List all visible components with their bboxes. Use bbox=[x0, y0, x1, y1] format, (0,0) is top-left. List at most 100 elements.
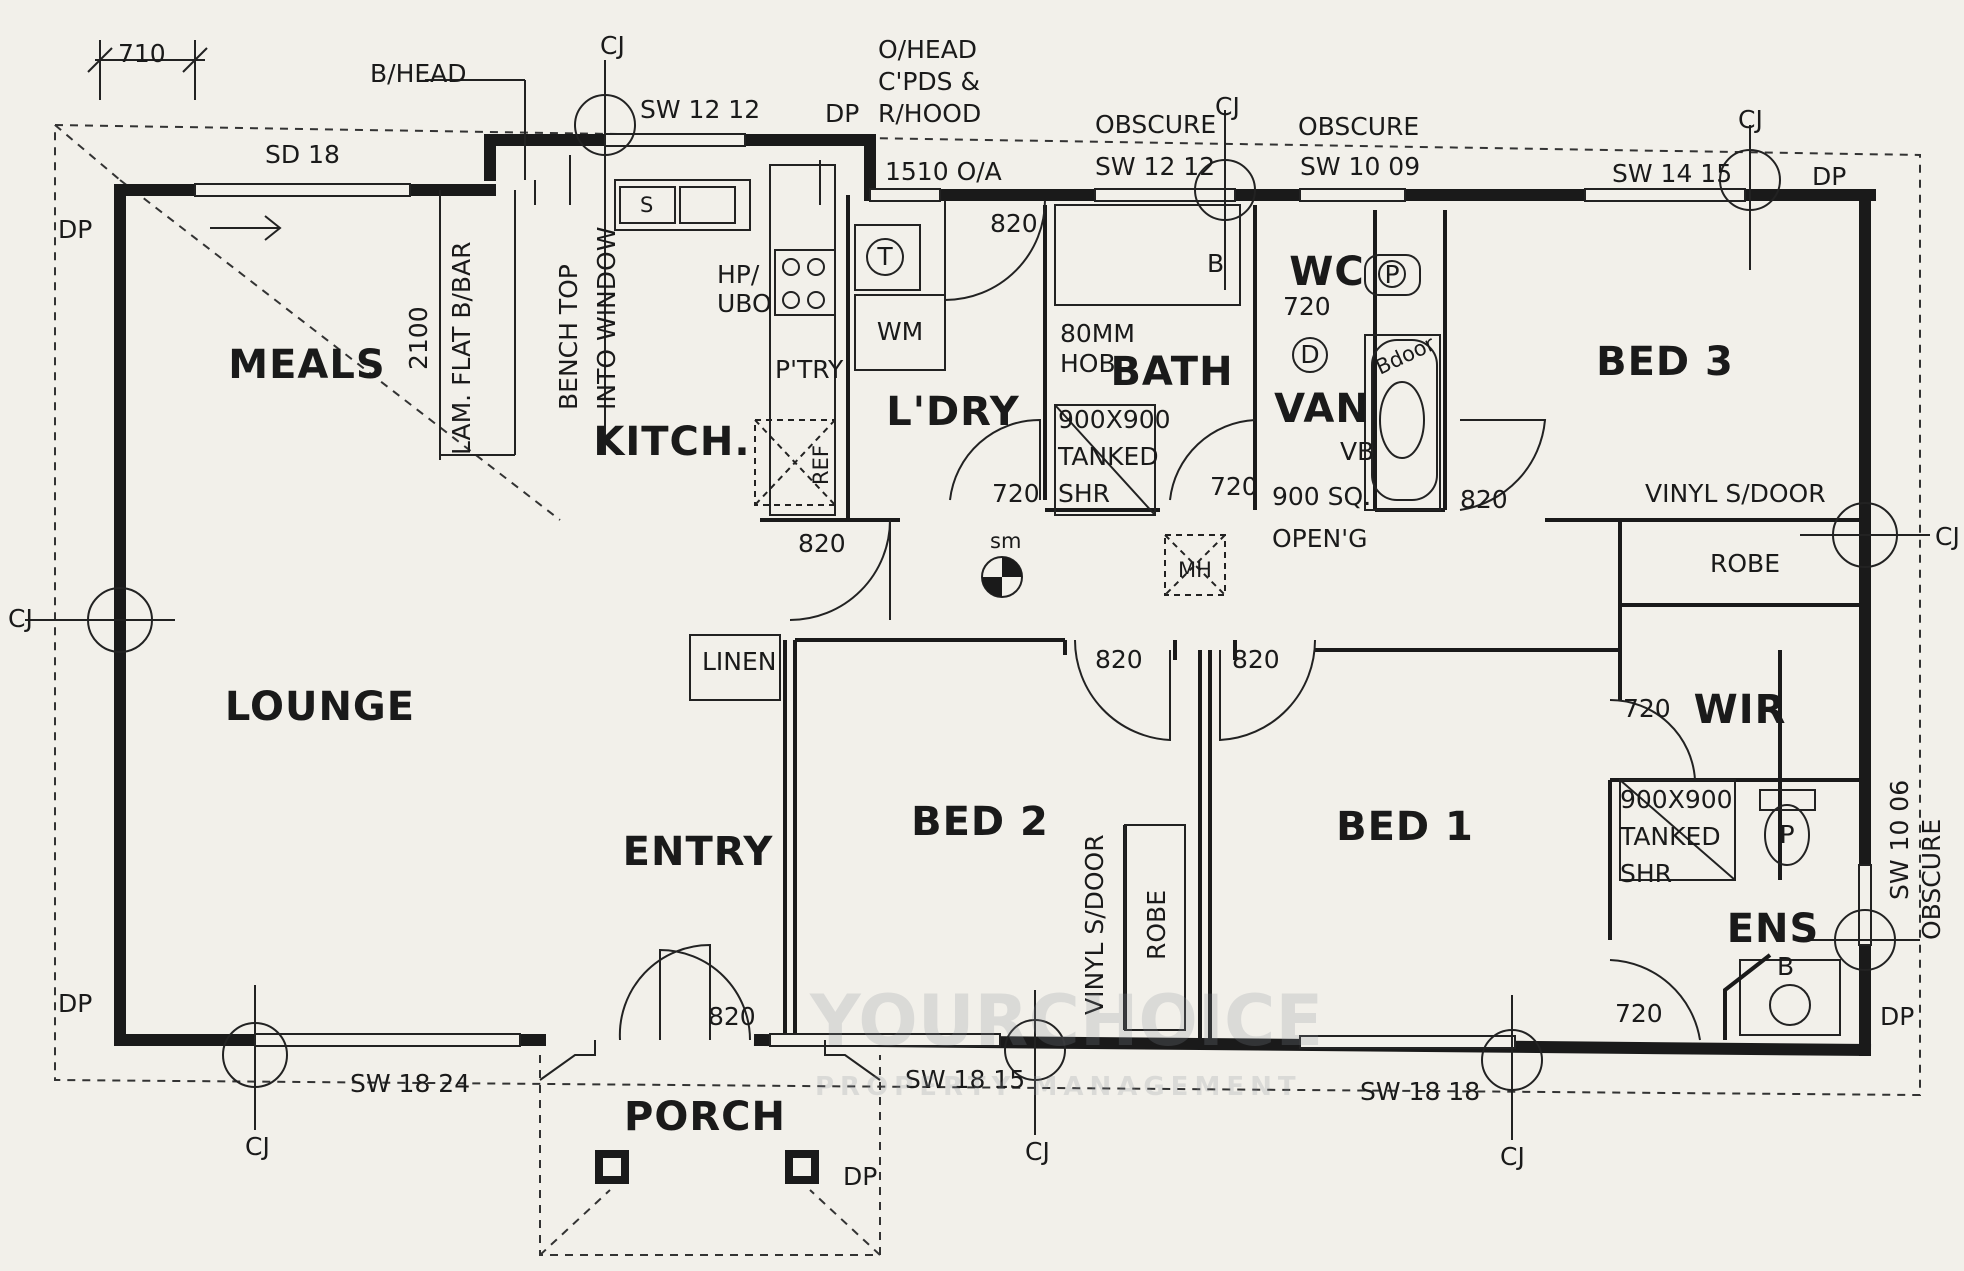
label-cj-east: CJ bbox=[1935, 522, 1960, 551]
label-hp: HP/ bbox=[717, 260, 760, 289]
room-label-porch: PORCH bbox=[624, 1094, 786, 1140]
window-label-sw1212a: SW 12 12 bbox=[640, 95, 760, 124]
label-trough: T bbox=[876, 242, 893, 271]
label-obscure-wc: OBSCURE bbox=[1298, 112, 1419, 141]
doors bbox=[618, 199, 1701, 1041]
label-ref: REF bbox=[809, 445, 833, 485]
label-dp-kitchen: DP bbox=[825, 99, 859, 128]
room-label-meals: MEALS bbox=[228, 342, 385, 388]
label-sd18: SD 18 bbox=[265, 140, 340, 169]
room-label-kitchen: KITCH. bbox=[593, 419, 750, 465]
door-width-laundry-ext: 820 bbox=[990, 209, 1038, 238]
label-dp-sw: DP bbox=[58, 989, 92, 1018]
label-obscure-ens: OBSCURE bbox=[1917, 819, 1946, 940]
room-label-laundry: L'DRY bbox=[886, 389, 1020, 435]
label-pantry: P'TRY bbox=[775, 355, 844, 384]
door-width-bed1: 820 bbox=[1232, 645, 1280, 674]
label-900-sq: 900 SQ. bbox=[1272, 482, 1371, 511]
label-linen: LINEN bbox=[702, 647, 777, 676]
label-cj-south-2: CJ bbox=[1025, 1137, 1050, 1166]
label-ohead-3: R/HOOD bbox=[878, 99, 981, 128]
window-label-sw1006: SW 10 06 bbox=[1885, 780, 1914, 900]
door-width-ens: 720 bbox=[1615, 999, 1663, 1028]
label-manhole: MH bbox=[1178, 558, 1212, 582]
door-width-kitchen: 820 bbox=[798, 529, 846, 558]
label-smoke-alarm: sm bbox=[990, 529, 1021, 553]
wet-area-fittings bbox=[981, 254, 1841, 1040]
window-label-sw1009: SW 10 09 bbox=[1300, 152, 1420, 181]
door-width-wc: 720 bbox=[1283, 292, 1331, 321]
window-label-sw1824: SW 18 24 bbox=[350, 1069, 470, 1098]
label-ens-shower: SHR bbox=[1620, 859, 1672, 888]
label-ens-b: B bbox=[1777, 952, 1794, 981]
label-robe-bed3: ROBE bbox=[1710, 549, 1780, 578]
label-vb: VB bbox=[1340, 437, 1374, 466]
label-bench-top: BENCH TOP bbox=[554, 264, 583, 410]
label-cj-bed3: CJ bbox=[1738, 105, 1763, 134]
dimension-710 bbox=[87, 40, 526, 460]
door-width-laundry: 720 bbox=[992, 479, 1040, 508]
label-obscure-bath: OBSCURE bbox=[1095, 110, 1216, 139]
label-ens-pan: P bbox=[1779, 820, 1794, 849]
label-ens-shower-size: 900X900 bbox=[1620, 785, 1733, 814]
label-sink: S bbox=[640, 193, 653, 217]
porch-structure bbox=[539, 1040, 881, 1184]
watermark-tagline: PROPERTY MANAGEMENT bbox=[815, 1072, 1302, 1102]
label-ubo: UBO bbox=[717, 289, 772, 318]
door-width-bed2: 820 bbox=[1095, 645, 1143, 674]
control-joint-markers bbox=[25, 60, 1930, 1140]
window-label-sw1815: SW 18 15 bbox=[905, 1065, 1025, 1094]
watermark-brand: YOURCHOICE bbox=[809, 980, 1323, 1062]
label-dp-porch: DP bbox=[843, 1162, 877, 1191]
windows bbox=[194, 133, 1872, 1049]
room-label-bath: BATH bbox=[1110, 349, 1233, 395]
room-label-entry: ENTRY bbox=[623, 829, 774, 875]
label-robe-bed2: ROBE bbox=[1142, 890, 1171, 960]
label-dp-se: DP bbox=[1880, 1002, 1914, 1031]
label-vinyl-door-bed2: VINYL S/DOOR bbox=[1080, 834, 1109, 1015]
door-width-wir: 720 bbox=[1623, 694, 1671, 723]
label-ens-shower-tanked: TANKED bbox=[1619, 822, 1721, 851]
interior-walls bbox=[689, 195, 1865, 1040]
label-bath-shower: SHR bbox=[1058, 479, 1110, 508]
window-label-sw1818: SW 18 18 bbox=[1360, 1077, 1480, 1106]
room-label-lounge: LOUNGE bbox=[225, 684, 415, 730]
room-label-bed3: BED 3 bbox=[1596, 339, 1734, 385]
dimension-710-label: 710 bbox=[118, 39, 166, 68]
label-80mm: 80MM bbox=[1060, 319, 1135, 348]
room-label-wc: WC bbox=[1289, 249, 1364, 295]
label-hob: HOB bbox=[1060, 349, 1116, 378]
label-vinyl-door-bed3: VINYL S/DOOR bbox=[1645, 479, 1826, 508]
roof-outline bbox=[54, 124, 1921, 1256]
door-width-front: 820 bbox=[708, 1002, 756, 1031]
label-cj-west: CJ bbox=[8, 604, 33, 633]
dimension-2100-label: 2100 bbox=[404, 306, 433, 370]
label-cj-south-1: CJ bbox=[245, 1132, 270, 1161]
label-1510-oa: 1510 O/A bbox=[885, 157, 1002, 186]
label-cj-bath: CJ bbox=[1215, 92, 1240, 121]
label-floor-drain: D bbox=[1300, 340, 1319, 369]
label-lam-flat-bar: LAM. FLAT B/BAR bbox=[447, 241, 476, 455]
label-dp-nw: DP bbox=[58, 215, 92, 244]
label-bhead: B/HEAD bbox=[370, 59, 467, 88]
door-width-bath: 720 bbox=[1210, 472, 1258, 501]
kitchen-fittings bbox=[210, 155, 946, 516]
label-into-window: INTO WINDOW bbox=[592, 227, 621, 410]
room-label-bed1: BED 1 bbox=[1336, 804, 1474, 850]
room-label-van: VAN bbox=[1274, 386, 1370, 432]
label-ohead-1: O/HEAD bbox=[878, 35, 977, 64]
label-opening: OPEN'G bbox=[1272, 524, 1368, 553]
label-bath-b: B bbox=[1207, 249, 1224, 278]
window-label-sw1415: SW 14 15 bbox=[1612, 159, 1732, 188]
door-width-bed3: 820 bbox=[1460, 485, 1508, 514]
label-ohead-2: C'PDS & bbox=[878, 67, 980, 96]
label-washing-machine: WM bbox=[877, 317, 923, 346]
label-bath-shower-tanked: TANKED bbox=[1057, 442, 1159, 471]
label-cj-south-3: CJ bbox=[1500, 1142, 1525, 1171]
label-bath-shower-size: 900X900 bbox=[1058, 405, 1171, 434]
room-label-ens: ENS bbox=[1727, 906, 1820, 952]
room-label-wir: WIR bbox=[1694, 687, 1787, 733]
label-cj-top: CJ bbox=[600, 31, 625, 60]
room-label-bed2: BED 2 bbox=[911, 799, 1049, 845]
